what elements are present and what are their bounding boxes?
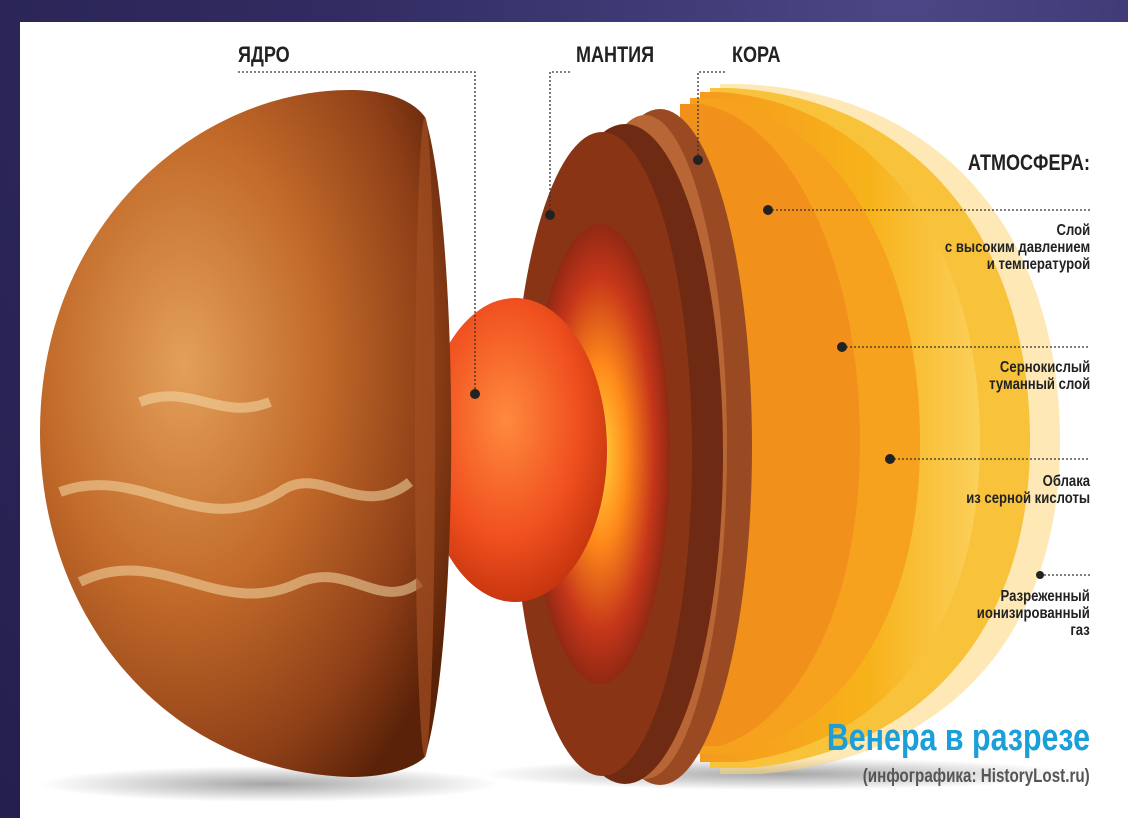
label-core: ЯДРО [238,42,290,68]
marker-dot-atm-3 [885,454,895,464]
atm-layer-haze-note: Сернокислый туманный слой [989,359,1090,393]
label-atmosphere: АТМОСФЕРА: [968,150,1090,176]
label-mantle: МАНТИЯ [576,42,654,68]
atm-layer-ionized-line1: Разреженный [977,588,1090,605]
hemisphere-rim [415,117,435,757]
marker-dot-atm-4 [1036,571,1044,579]
infographic-credit: (инфографика: HistoryLost.ru) [863,766,1090,788]
label-crust: КОРА [732,42,781,68]
atm-layer-pressure-note: Слой с высоким давлением и температурой [945,222,1090,273]
atm-layer-clouds-line1: Облака [966,473,1090,490]
marker-dot-atm-1 [763,205,773,215]
atm-layer-ionized-line2: ионизированный [977,605,1090,622]
ground-shadow-left [40,766,500,802]
atm-layer-clouds-line2: из серной кислоты [966,490,1090,507]
venus-hemisphere [40,90,451,777]
atm-layer-clouds-note: Облака из серной кислоты [966,473,1090,507]
atm-layer-ionized-line3: газ [977,622,1090,639]
atm-layer-ionized-note: Разреженный ионизированный газ [977,588,1090,639]
marker-dot-mantle [545,210,555,220]
atm-layer-pressure-line1: Слой [945,222,1090,239]
atm-layer-haze-line2: туманный слой [989,376,1090,393]
atm-layer-haze-line1: Сернокислый [989,359,1090,376]
infographic-title: Венера в разрезе [827,717,1090,760]
infographic-panel: ЯДРО МАНТИЯ КОРА АТМОСФЕРА: Слой с высок… [20,22,1128,818]
marker-dot-core [470,389,480,399]
venus-cutaway-illustration [20,22,1128,818]
marker-dot-crust [693,155,703,165]
marker-dot-atm-2 [837,342,847,352]
atm-layer-pressure-line3: и температурой [945,256,1090,273]
atm-layer-pressure-line2: с высоким давлением [945,239,1090,256]
